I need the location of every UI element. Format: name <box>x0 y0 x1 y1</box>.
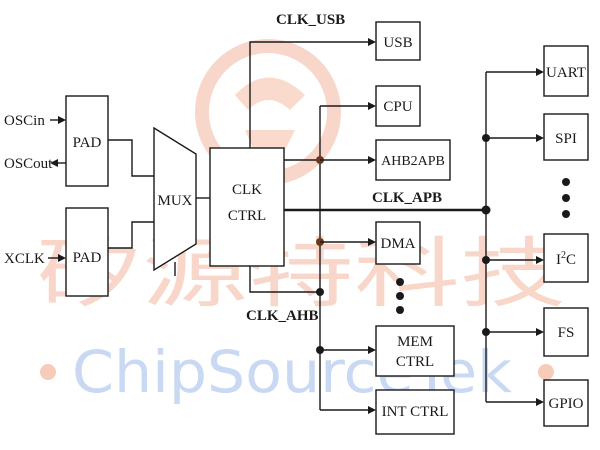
clk-ahb-junction <box>316 288 324 296</box>
ahb2apb-label: AHB2APB <box>381 154 445 169</box>
int-ctrl-block <box>375 389 455 435</box>
i2c-arrowhead <box>536 256 544 264</box>
mem-ctrl-label-line2: CTRL <box>396 354 434 370</box>
fs-junction <box>482 328 490 336</box>
fs-arrowhead <box>536 328 544 336</box>
usb-label: USB <box>383 35 412 51</box>
i2c-junction <box>482 256 490 264</box>
cpu-arrowhead <box>368 102 376 110</box>
watermark-dot-left <box>40 364 56 380</box>
ahb-ellipsis-dot-3 <box>396 306 404 314</box>
watermark-chinese: 矽源特科技 <box>36 229 566 318</box>
apb-junction-main <box>481 205 491 215</box>
ahb2apb-block <box>375 139 451 181</box>
i2c-block <box>543 233 589 283</box>
oscin-arrow <box>50 116 66 124</box>
dma-block <box>375 221 421 265</box>
fs-block <box>543 307 589 357</box>
i2c-label: I2C <box>556 250 576 268</box>
mem-ctrl-junction <box>316 346 324 354</box>
mux-block <box>153 126 197 272</box>
clk-ctrl-label-line2: CTRL <box>228 208 266 224</box>
clk-ahb-label: CLK_AHB <box>246 308 319 324</box>
oscout-label: OSCout <box>4 156 53 172</box>
spi-label: SPI <box>555 131 577 147</box>
clk-usb-label: CLK_USB <box>276 12 345 28</box>
spi-arrowhead <box>536 134 544 142</box>
xclk-label: XCLK <box>4 251 45 267</box>
spi-block <box>543 113 589 161</box>
pad-bottom-label: PAD <box>73 250 102 266</box>
gpio-label: GPIO <box>548 396 583 412</box>
i2c-label-base: I <box>556 252 561 268</box>
clk-usb-line <box>249 41 370 148</box>
clk-ctrl-label-line1: CLK <box>232 182 262 198</box>
gpio-arrowhead <box>536 398 544 406</box>
dma-arrowhead <box>368 238 376 246</box>
mux-label: MUX <box>157 193 192 209</box>
gpio-block <box>543 379 589 427</box>
ahb2apb-arrowhead <box>368 156 376 164</box>
uart-arrowhead <box>536 68 544 76</box>
xclk-arrow <box>48 254 66 262</box>
pad-bottom-to-mux-line <box>108 221 154 249</box>
ahb-ellipsis-dot-2 <box>396 292 404 300</box>
int-ctrl-arrowhead <box>368 406 376 414</box>
clk-usb-arrowhead <box>368 38 376 46</box>
dma-label: DMA <box>380 236 415 252</box>
oscin-label: OSCin <box>4 113 45 129</box>
clk-ctrl-block <box>209 147 285 267</box>
ahb-ellipsis-dot-1 <box>396 278 404 286</box>
int-ctrl-label: INT CTRL <box>382 404 449 420</box>
mem-ctrl-arrowhead <box>368 346 376 354</box>
pad-top-block <box>65 95 109 187</box>
apb-ellipsis-dot-3 <box>562 210 570 218</box>
cpu-label: CPU <box>383 99 412 115</box>
pad-top-label: PAD <box>73 135 102 151</box>
fs-label: FS <box>558 325 575 341</box>
uart-label: UART <box>546 65 586 81</box>
apb-ellipsis-dot-2 <box>562 194 570 202</box>
mem-ctrl-block <box>375 325 455 377</box>
spi-junction <box>482 134 490 142</box>
usb-block <box>375 21 421 61</box>
i2c-label-sup: 2 <box>561 250 566 261</box>
clk-apb-label: CLK_APB <box>372 190 442 206</box>
uart-block <box>543 45 589 97</box>
oscout-arrow <box>50 159 66 167</box>
cpu-block <box>375 85 421 127</box>
mem-ctrl-label-line1: MEM <box>397 334 433 350</box>
apb-ellipsis-dot-1 <box>562 178 570 186</box>
clk-ahb-line <box>249 266 320 293</box>
i2c-label-end: C <box>566 252 576 268</box>
pad-top-to-mux-line <box>108 139 154 177</box>
watermark-dot-right <box>538 364 554 380</box>
pad-bottom-block <box>65 207 109 297</box>
